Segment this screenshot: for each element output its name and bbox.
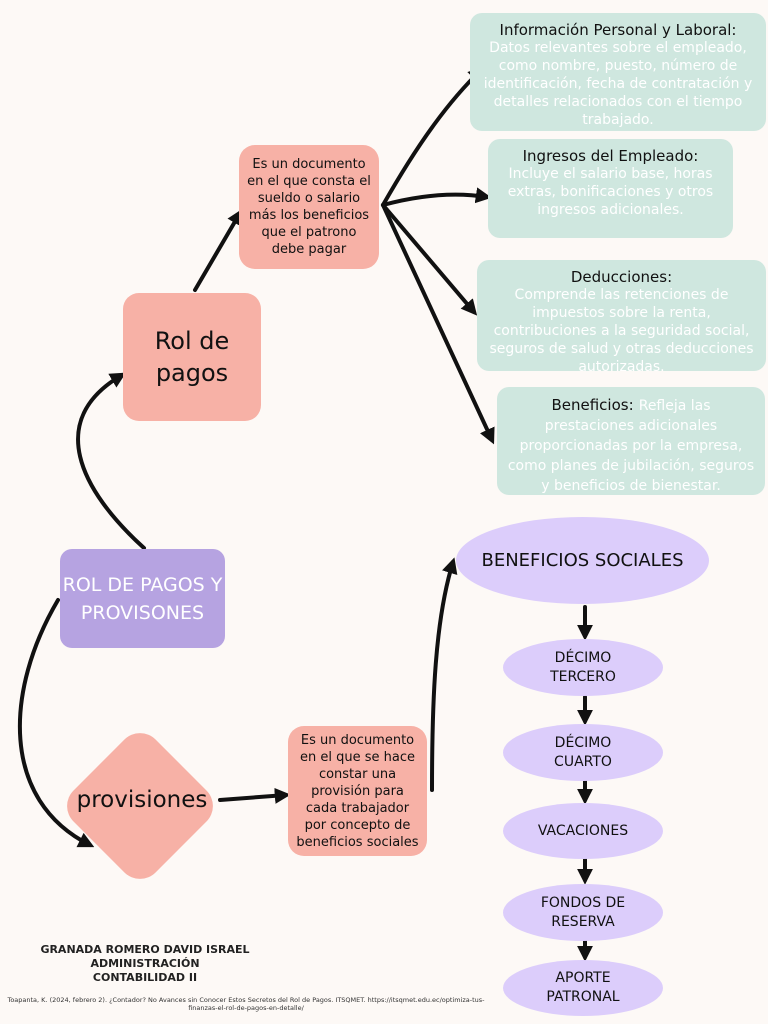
beneficio-label: APORTE PATRONAL xyxy=(546,970,620,1005)
component-title: Beneficios: xyxy=(551,396,634,414)
provisiones-definition-node: Es un documento en el que se hace consta… xyxy=(288,726,427,856)
author-name: GRANADA ROMERO DAVID ISRAEL xyxy=(40,943,250,956)
beneficio-decimo-cuarto: DÉCIMO CUARTO xyxy=(503,724,663,781)
arrow-def-to-ingresos xyxy=(381,187,492,207)
component-personal-info: Información Personal y Laboral: Datos re… xyxy=(470,13,766,131)
beneficios-sociales-title: BENEFICIOS SOCIALES xyxy=(481,550,684,571)
beneficio-fondos-de-reserva: FONDOS DE RESERVA xyxy=(503,884,663,941)
citation-text: Toapanta, K. (2024, febrero 2). ¿Contado… xyxy=(7,996,485,1012)
arrow-def-to-beneficios xyxy=(381,203,495,445)
beneficio-decimo-tercero: DÉCIMO TERCERO xyxy=(503,639,663,696)
component-text: Incluye el salario base, horas extras, b… xyxy=(507,166,714,218)
provisiones-label: provisiones xyxy=(76,787,208,813)
arrow-main-to-rol xyxy=(76,372,146,550)
rol-de-pagos-label: Rol de pagos xyxy=(154,327,230,387)
component-ingresos: Ingresos del Empleado: Incluye el salari… xyxy=(488,139,733,238)
beneficio-aporte-patronal: APORTE PATRONAL xyxy=(503,960,663,1016)
arrow-def-to-deducciones xyxy=(381,203,478,316)
rol-definition-text: Es un documento en el que consta el suel… xyxy=(247,157,371,257)
beneficio-label: FONDOS DE RESERVA xyxy=(540,894,626,930)
component-title: Deducciones: xyxy=(570,268,673,286)
main-topic-label: ROL DE PAGOS Y PROVISONES xyxy=(62,573,223,624)
component-text: Datos relevantes sobre el empleado, como… xyxy=(483,40,753,128)
beneficio-vacaciones: VACACIONES xyxy=(503,803,663,859)
rol-de-pagos-node: Rol de pagos xyxy=(123,293,261,421)
arrow-provisiones-to-definition xyxy=(218,787,291,804)
arrow-provdef-to-beneficios-sociales xyxy=(430,557,458,792)
arrow-def-to-personal xyxy=(381,66,485,207)
author-footer: GRANADA ROMERO DAVID ISRAEL ADMINISTRACI… xyxy=(40,943,250,985)
rol-definition-node: Es un documento en el que consta el suel… xyxy=(239,145,379,269)
author-career: ADMINISTRACIÓN xyxy=(90,957,200,970)
beneficio-label: VACACIONES xyxy=(537,822,629,839)
component-title: Información Personal y Laboral: xyxy=(499,21,737,39)
provisiones-definition-text: Es un documento en el que se hace consta… xyxy=(296,732,419,850)
component-deducciones: Deducciones: Comprende las retenciones d… xyxy=(477,260,766,375)
component-text: Refleja las prestaciones adicionales pro… xyxy=(507,398,755,494)
component-text: Comprende las retenciones de impuestos s… xyxy=(489,287,754,375)
arrow-main-to-provisiones xyxy=(17,598,95,848)
beneficio-label: DÉCIMO TERCERO xyxy=(550,649,616,685)
component-beneficios: Beneficios: Refleja las prestaciones adi… xyxy=(497,387,765,495)
author-subject: CONTABILIDAD II xyxy=(92,971,198,984)
beneficio-label: DÉCIMO CUARTO xyxy=(554,734,612,770)
component-title: Ingresos del Empleado: xyxy=(522,147,699,165)
main-topic-node: ROL DE PAGOS Y PROVISONES xyxy=(60,549,225,648)
arrow-rol-to-definition xyxy=(193,208,243,292)
beneficios-sociales-node: BENEFICIOS SOCIALES xyxy=(456,517,709,604)
